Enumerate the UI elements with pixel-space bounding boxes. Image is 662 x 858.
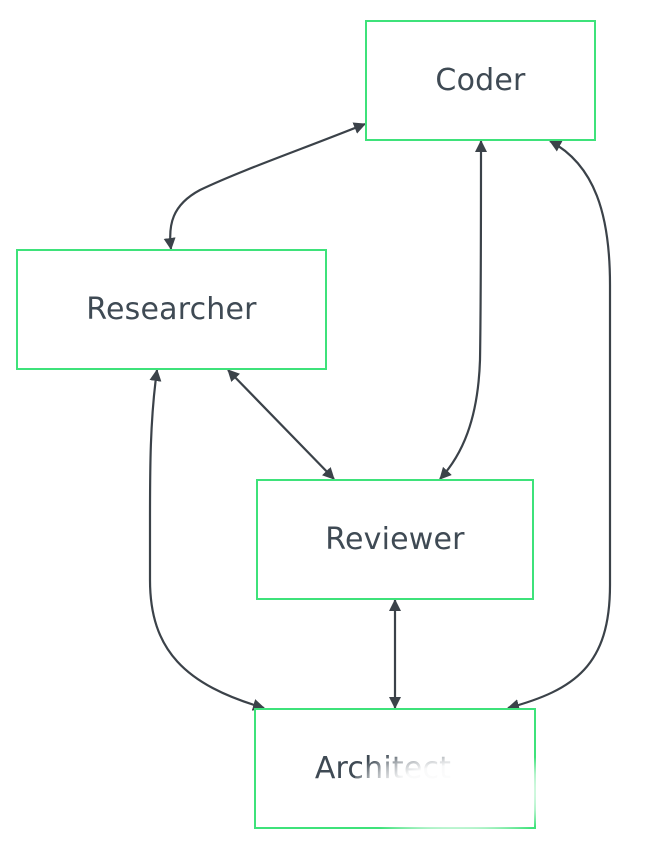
node-researcher[interactable]: Researcher <box>16 249 327 370</box>
node-reviewer-label: Reviewer <box>325 522 465 557</box>
edge-coder-researcher <box>163 122 366 250</box>
edge-researcher-architect <box>148 369 265 711</box>
node-researcher-label: Researcher <box>86 292 257 327</box>
node-coder[interactable]: Coder <box>365 20 596 141</box>
edge-coder-architect <box>507 140 612 711</box>
edge-coder-reviewer <box>439 140 487 480</box>
node-architect[interactable]: Architect <box>254 708 536 829</box>
node-reviewer[interactable]: Reviewer <box>256 479 534 600</box>
node-architect-label: Architect <box>314 751 452 786</box>
edge-researcher-reviewer <box>227 369 335 480</box>
node-coder-label: Coder <box>435 63 526 98</box>
